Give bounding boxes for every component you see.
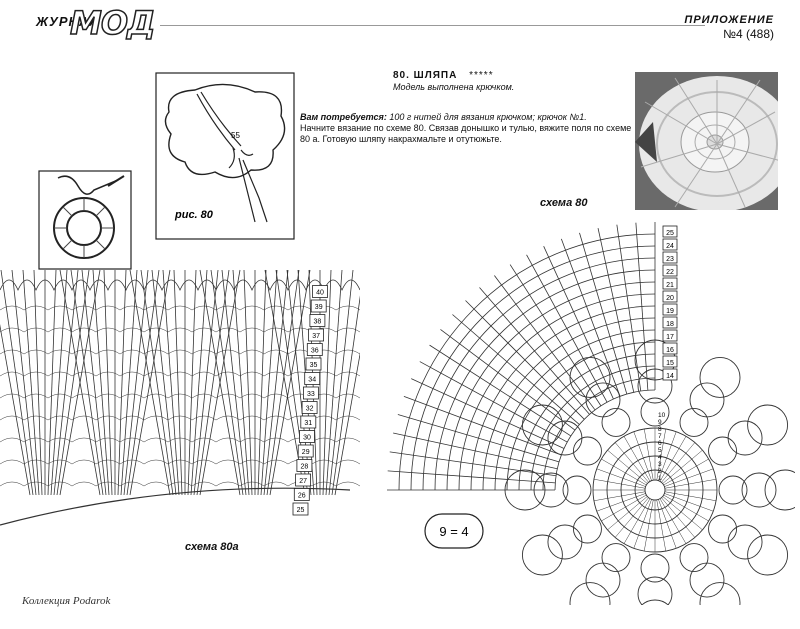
scheme-80a-row-box xyxy=(292,502,309,516)
figure-caption: рис. 80 xyxy=(174,209,214,221)
hat-photo xyxy=(635,72,778,210)
ring-illustration xyxy=(38,170,132,270)
issue-number: №4 (488) xyxy=(723,27,774,41)
scheme-80-center-label: 3 xyxy=(658,461,662,468)
scheme-80-row-box xyxy=(662,355,678,368)
scheme-80a-diagram: 25 26 27 28 29 30 31 32 33 34 35 36 37 38 39 40 xyxy=(0,269,360,526)
scheme-80-row-label: 18 xyxy=(666,321,674,328)
scheme-80a-row-label: 31 xyxy=(304,420,312,427)
scheme-80-caption: схема 80 xyxy=(540,197,588,209)
scheme-80a-row-box xyxy=(312,285,328,298)
scheme-80a-row-box xyxy=(304,372,321,385)
hat-photo-image xyxy=(635,72,778,210)
scheme-80a-row-box xyxy=(297,444,314,458)
pattern-title-text: 80. ШЛЯПА xyxy=(393,70,458,81)
header-rule xyxy=(160,25,705,26)
materials-text: 100 г нитей для вязания крючком; крючок … xyxy=(386,112,587,122)
sketch-label-55: 55 xyxy=(231,131,240,140)
scheme-80-center-label: 6 xyxy=(658,440,662,447)
scheme-80a-row-box xyxy=(309,314,326,327)
scheme-80-row-label: 16 xyxy=(666,347,674,354)
scheme-80a-row-box xyxy=(293,488,310,501)
scheme-80-center-label: 7 xyxy=(658,433,662,440)
pattern-subtitle: Модель выполнена крючком. xyxy=(393,82,515,92)
scheme-80-row-box xyxy=(662,303,678,316)
scheme-80-center-label: 2 xyxy=(658,468,662,475)
scheme-80-row-label: 15 xyxy=(666,360,674,367)
rating-stars: ***** xyxy=(469,70,494,81)
scheme-80a-row-box xyxy=(310,299,327,313)
scheme-80-center-label: 4 xyxy=(658,454,662,461)
magazine-logo: МОД xyxy=(69,3,156,43)
scheme-80-row-label: 20 xyxy=(666,295,674,302)
scheme-80a-row-box xyxy=(301,401,318,414)
scheme-80-center-label: 10 xyxy=(658,412,666,419)
scheme-80a-row-label: 25 xyxy=(297,507,305,514)
scheme-80a-row-label: 32 xyxy=(306,406,314,413)
magazine-label: ЖУРНАЛ xyxy=(36,14,100,29)
scheme-80a-row-box xyxy=(295,473,312,487)
fan-lines xyxy=(387,222,656,491)
pattern-title: 80. ШЛЯПА ***** xyxy=(393,70,494,81)
scheme-80a-row-box xyxy=(308,328,325,342)
scheme-80a-row-box xyxy=(305,357,322,371)
scheme-80-row-box xyxy=(662,251,678,264)
scheme-80a-row-label: 30 xyxy=(303,435,311,442)
scheme-80-row-label: 14 xyxy=(666,373,674,380)
scheme-80a-row-label: 37 xyxy=(312,333,320,340)
materials-label: Вам потребуется: xyxy=(300,112,387,122)
scheme-80a-row-label: 34 xyxy=(308,377,316,384)
rosette-lines xyxy=(504,339,795,605)
scheme-80-center-label: 5 xyxy=(658,447,662,454)
scheme-80a-row-label: 38 xyxy=(314,319,322,326)
appendix-label: ПРИЛОЖЕНИЕ xyxy=(684,14,774,26)
scheme-80-row-label: 23 xyxy=(666,256,674,263)
scheme-80a-row-box xyxy=(306,343,323,356)
scheme-80-row-box xyxy=(662,368,678,381)
collection-credit: Коллекция Podarok xyxy=(22,595,111,607)
scheme-80-row-label: 22 xyxy=(666,269,674,276)
scheme-80a-row-label: 27 xyxy=(299,478,307,485)
scheme-80-row-box xyxy=(662,238,678,251)
legend-note: 9 = 4 xyxy=(439,524,468,539)
scheme-80-center-label: 8 xyxy=(658,426,662,433)
scheme-80-row-box xyxy=(662,264,678,277)
scheme-80-row-label: 17 xyxy=(666,334,674,341)
scheme-80-row-label: 21 xyxy=(666,282,674,289)
scheme-80-row-label: 19 xyxy=(666,308,674,315)
scheme-80a-row-label: 28 xyxy=(301,464,309,471)
scheme-80-row-box xyxy=(662,329,678,342)
scheme-80a-row-box xyxy=(300,415,317,429)
scheme-80-row-box xyxy=(662,342,678,355)
legend-symbol: 9 = 4 xyxy=(424,513,484,549)
instructions: Вам потребуется: 100 г нитей для вязания… xyxy=(300,112,635,145)
scheme-80-row-label: 24 xyxy=(666,243,674,250)
instructions-steps: Начните вязание по схеме 80. Связав доны… xyxy=(300,123,632,144)
scheme-80a-row-label: 40 xyxy=(316,290,324,297)
scheme-80-row-label: 25 xyxy=(666,230,674,237)
scheme-80a-row-label: 33 xyxy=(307,391,315,398)
scheme-80-center-label: 1 xyxy=(658,475,662,482)
scheme-80-row-box xyxy=(662,316,678,329)
scheme-80a-row-label: 36 xyxy=(311,348,319,355)
scheme-80-row-box xyxy=(662,225,678,238)
scheme-80-row-box xyxy=(662,277,678,290)
scheme-80a-row-label: 26 xyxy=(298,493,306,500)
scheme-80a-caption: схема 80а xyxy=(185,541,239,553)
scheme-80-center-label: 9 xyxy=(658,419,662,426)
scheme-80a-row-label: 29 xyxy=(302,449,310,456)
scheme-80a-row-label: 35 xyxy=(310,362,318,369)
scheme-80-row-box xyxy=(662,290,678,303)
hat-sketch: 55 рис. 80 xyxy=(155,72,295,240)
scheme-80a-row-box xyxy=(299,430,315,443)
scheme-80a-row-box xyxy=(302,386,319,400)
scheme-80a-row-box xyxy=(296,459,313,472)
scheme-80a-row-label: 39 xyxy=(315,304,323,311)
